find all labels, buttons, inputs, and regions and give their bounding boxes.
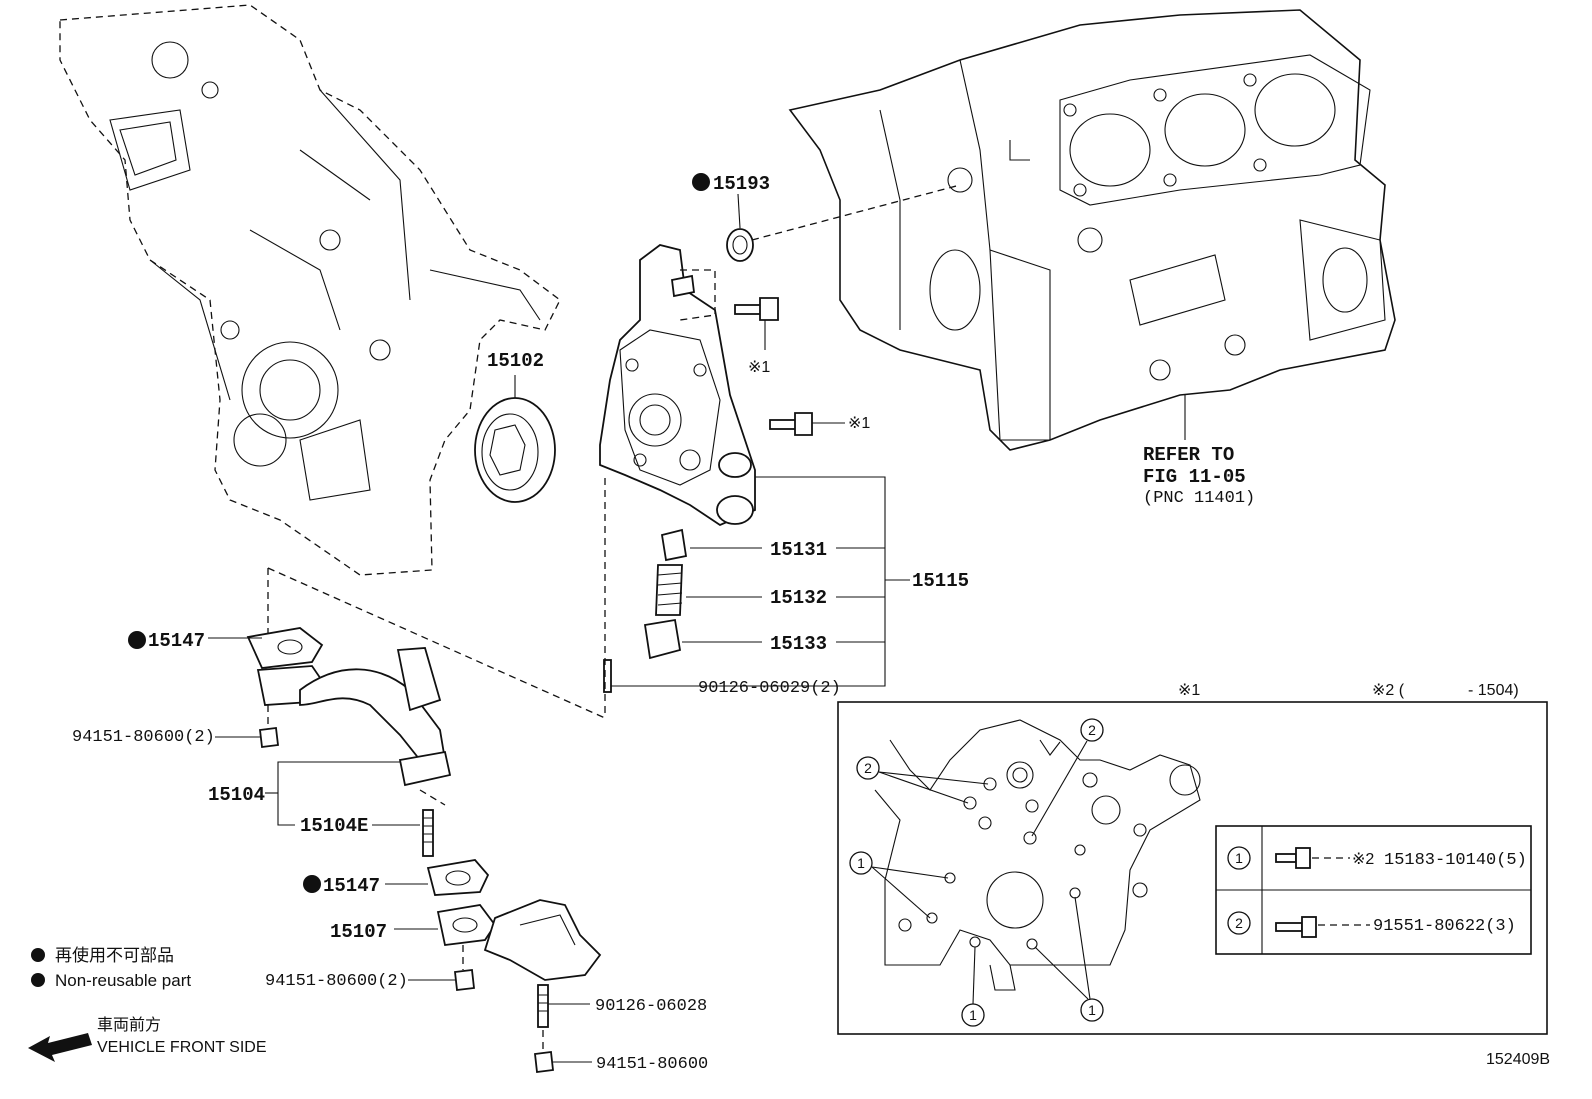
bolt-note1-right	[769, 412, 845, 436]
front-en: VEHICLE FRONT SIDE	[97, 1039, 267, 1056]
stud-90126-06029-part	[603, 659, 612, 693]
non-reusable-marker	[692, 173, 710, 191]
figure-id: 152409B	[1486, 1051, 1550, 1068]
bolt-row1-key: 1	[1235, 850, 1243, 866]
relief-valve-parts	[643, 528, 688, 660]
inset-mark2: ※2 (	[1372, 682, 1405, 699]
label-15147-lower: 15147	[323, 875, 380, 897]
nut-94151-80600-upper	[259, 726, 279, 749]
nut-94151-80600-lower	[454, 969, 475, 991]
inset-range-end: - 1504)	[1468, 682, 1519, 699]
inset-circle-1-bottom-left: 1	[969, 1007, 977, 1023]
inset-mark1: ※1	[1178, 682, 1200, 699]
label-15131: 15131	[770, 539, 827, 561]
legend-dot-en	[31, 973, 45, 987]
stud-90126-06028-part	[537, 984, 549, 1028]
label-15193: 15193	[713, 173, 770, 195]
cylinder-block-illustration	[788, 9, 1396, 451]
front-jp: 車両前方	[97, 1016, 161, 1034]
label-90126-06029: 90126-06029(2)	[698, 679, 841, 698]
label-15104: 15104	[208, 784, 265, 806]
inset-timing-cover-illustration	[874, 719, 1201, 991]
stud-15104E-part	[422, 809, 434, 857]
note1-mark-right: ※1	[848, 415, 870, 432]
label-94151-80600-lower: 94151-80600(2)	[265, 972, 408, 991]
bolt-row1-mark: ※2	[1352, 851, 1374, 868]
oil-strainer-15107-part	[436, 899, 602, 981]
oil-pump-rotor-15102-part	[474, 397, 556, 503]
bolt-row2-key: 2	[1235, 915, 1243, 931]
refer-line2: FIG 11-05	[1143, 466, 1246, 488]
label-15102: 15102	[487, 350, 544, 372]
label-15115: 15115	[912, 570, 969, 592]
oil-strainer-pipe-15104-part	[246, 627, 452, 806]
label-94151-80600-upper: 94151-80600(2)	[72, 728, 215, 747]
label-15104E: 15104E	[300, 815, 368, 837]
oil-pump-assembly-illustration	[599, 244, 756, 527]
legend-jp: 再使用不可部品	[55, 945, 174, 965]
inset-circle-1-left: 1	[857, 855, 865, 871]
bolt-table: 1 ※2 15183-10140(5) 2 91551-80622(3)	[1215, 825, 1532, 955]
inset-circle-2-top: 2	[1088, 722, 1096, 738]
legend-dot-jp	[31, 948, 45, 962]
refer-line3: (PNC 11401)	[1143, 489, 1255, 508]
label-90126-06028: 90126-06028	[595, 997, 707, 1016]
gasket-15147-lower-part	[426, 859, 490, 896]
inset-callouts: 2 2 1 1 1	[849, 718, 1104, 1027]
label-15107: 15107	[330, 921, 387, 943]
refer-line1: REFER TO	[1143, 444, 1234, 466]
legend-en: Non-reusable part	[55, 971, 191, 990]
inset-circle-2-left: 2	[864, 760, 872, 776]
label-15147-upper: 15147	[148, 630, 205, 652]
bolt-row1-part: 15183-10140(5)	[1384, 851, 1527, 870]
bolt-note1-upper	[734, 297, 779, 350]
label-94151-80600-bottom: 94151-80600	[596, 1055, 708, 1074]
vehicle-front-arrow-icon	[28, 1033, 92, 1062]
label-15133: 15133	[770, 633, 827, 655]
inset-circle-1-bottom-right: 1	[1088, 1002, 1096, 1018]
oil-seal-15193-part	[726, 228, 754, 262]
label-15132: 15132	[770, 587, 827, 609]
nut-94151-80600-bottom	[534, 1050, 554, 1074]
bolt-row2-part: 91551-80622(3)	[1373, 917, 1516, 936]
timing-chain-cover-illustration	[59, 4, 561, 576]
note1-mark-upper: ※1	[748, 359, 770, 376]
